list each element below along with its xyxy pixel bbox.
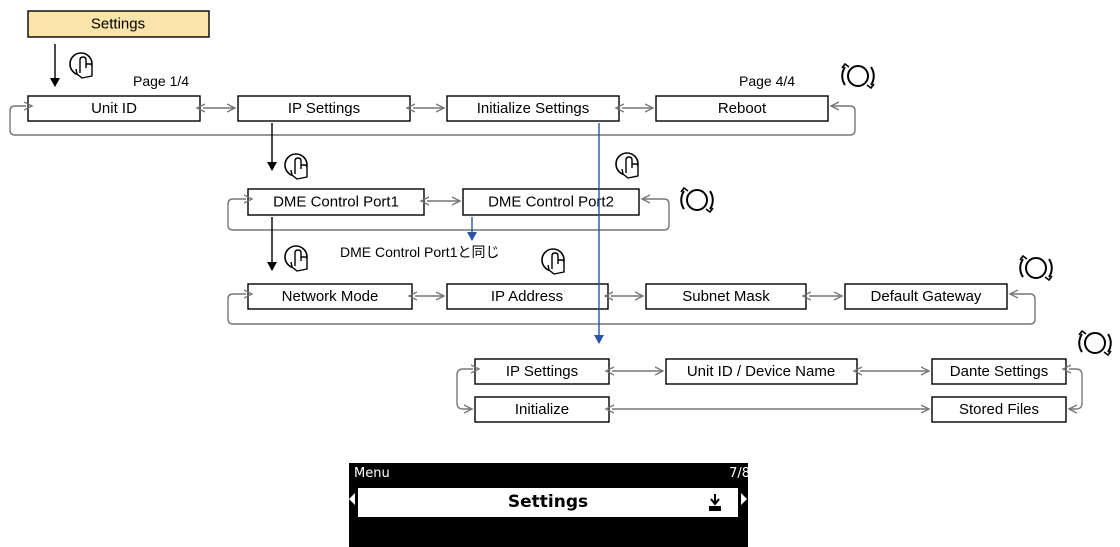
initialize-settings-label: Initialize Settings: [477, 100, 590, 117]
download-icon: [709, 494, 721, 511]
same-as-port1-note: DME Control Port1と同じ: [340, 244, 499, 260]
unit-id-device-name-box: [665, 358, 858, 385]
settings-header-box: [27, 10, 210, 38]
lcd-right-arrow-icon: [741, 493, 747, 505]
lcd-selected-item: Settings: [358, 488, 738, 517]
press-encoder-icon: [284, 245, 308, 272]
page-indicator-first: Page 1/4: [133, 73, 189, 89]
stored-files-box: [931, 396, 1067, 423]
dante-settings-box: [931, 358, 1067, 385]
page-indicator-last: Page 4/4: [739, 73, 795, 89]
dme-control-port1-label: DME Control Port1: [273, 194, 399, 211]
press-encoder-icon: [541, 248, 565, 275]
initialize-label: Initialize: [515, 401, 569, 418]
lcd-menu-label: Menu: [354, 466, 390, 481]
settings-header-label: Settings: [91, 16, 145, 33]
network-mode-label: Network Mode: [282, 288, 379, 305]
ip-settings-label: IP Settings: [288, 100, 360, 117]
lcd-left-arrow-icon: [349, 493, 355, 505]
ip-address-label: IP Address: [491, 288, 563, 305]
ip-settings-init-label: IP Settings: [506, 363, 578, 380]
lcd-title: Settings: [507, 492, 589, 512]
stored-files-label: Stored Files: [959, 401, 1039, 418]
rotate-encoder-icon: [1078, 330, 1112, 356]
menu-flow-diagram: Settings Page 1/4 Page 4/4 Unit ID IP Se…: [9, 10, 1112, 423]
unit-id-device-name-label: Unit ID / Device Name: [687, 363, 835, 380]
rotate-encoder-icon: [680, 187, 714, 213]
rotate-encoder-icon: [1019, 255, 1053, 281]
reboot-label: Reboot: [718, 100, 767, 117]
subnet-mask-label: Subnet Mask: [682, 288, 770, 305]
rotate-encoder-icon: [841, 63, 875, 89]
press-encoder-icon: [69, 52, 93, 79]
dme-control-port2-label: DME Control Port2: [488, 194, 614, 211]
press-encoder-icon: [284, 153, 308, 180]
press-encoder-icon: [615, 152, 639, 179]
dante-settings-label: Dante Settings: [950, 363, 1048, 380]
lcd-display: Menu 7/8 Settings: [349, 463, 748, 547]
lcd-page-indicator: 7/8: [729, 466, 748, 481]
unit-id-label: Unit ID: [91, 100, 137, 117]
default-gateway-label: Default Gateway: [871, 288, 982, 305]
